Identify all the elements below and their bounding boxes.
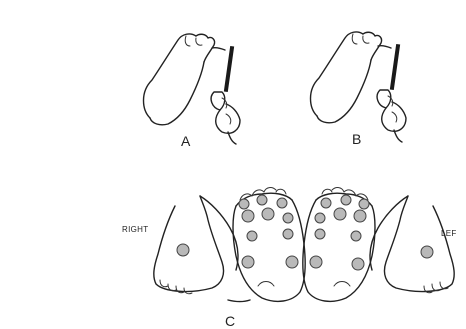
monofilament-icon bbox=[212, 46, 234, 92]
test-site-spot-icon bbox=[177, 244, 189, 256]
right-foot-plantar bbox=[228, 188, 305, 302]
test-site-spot-icon bbox=[257, 195, 267, 205]
left-foot-plantar bbox=[303, 188, 375, 302]
panel-a: A bbox=[144, 34, 241, 149]
panel-b-label: B bbox=[352, 131, 361, 147]
test-site-spot-icon bbox=[247, 231, 257, 241]
test-site-spot-icon bbox=[421, 246, 433, 258]
right-foot-dorsal bbox=[154, 196, 238, 294]
test-site-spot-icon bbox=[283, 213, 293, 223]
test-site-spot-icon bbox=[321, 198, 331, 208]
panel-a-label: A bbox=[181, 133, 191, 149]
test-site-spot-icon bbox=[352, 258, 364, 270]
test-site-spot-icon bbox=[334, 208, 346, 220]
test-site-spot-icon bbox=[359, 199, 369, 209]
foot-drawing-b bbox=[311, 32, 382, 123]
monofilament-icon bbox=[378, 44, 400, 90]
panel-b: B bbox=[311, 32, 407, 147]
test-site-spot-icon bbox=[239, 199, 249, 209]
test-site-spot-icon bbox=[315, 213, 325, 223]
test-site-spot-icon bbox=[242, 256, 254, 268]
test-site-spot-icon bbox=[351, 231, 361, 241]
foot-drawing-a bbox=[144, 34, 215, 125]
panel-c-label: C bbox=[225, 313, 235, 329]
hand-drawing-b bbox=[377, 90, 406, 142]
panel-c: RIGHT LEF bbox=[122, 188, 457, 329]
right-side-label: RIGHT bbox=[122, 225, 148, 234]
test-site-spot-icon bbox=[283, 229, 293, 239]
test-site-spot-icon bbox=[354, 210, 366, 222]
test-site-spot-icon bbox=[310, 256, 322, 268]
test-site-spot-icon bbox=[341, 195, 351, 205]
test-site-spot-icon bbox=[242, 210, 254, 222]
left-foot-dorsal bbox=[370, 196, 454, 293]
test-site-spot-icon bbox=[286, 256, 298, 268]
test-site-spot-icon bbox=[315, 229, 325, 239]
hand-drawing-a bbox=[211, 92, 240, 144]
test-site-spot-icon bbox=[277, 198, 287, 208]
test-site-spot-icon bbox=[262, 208, 274, 220]
